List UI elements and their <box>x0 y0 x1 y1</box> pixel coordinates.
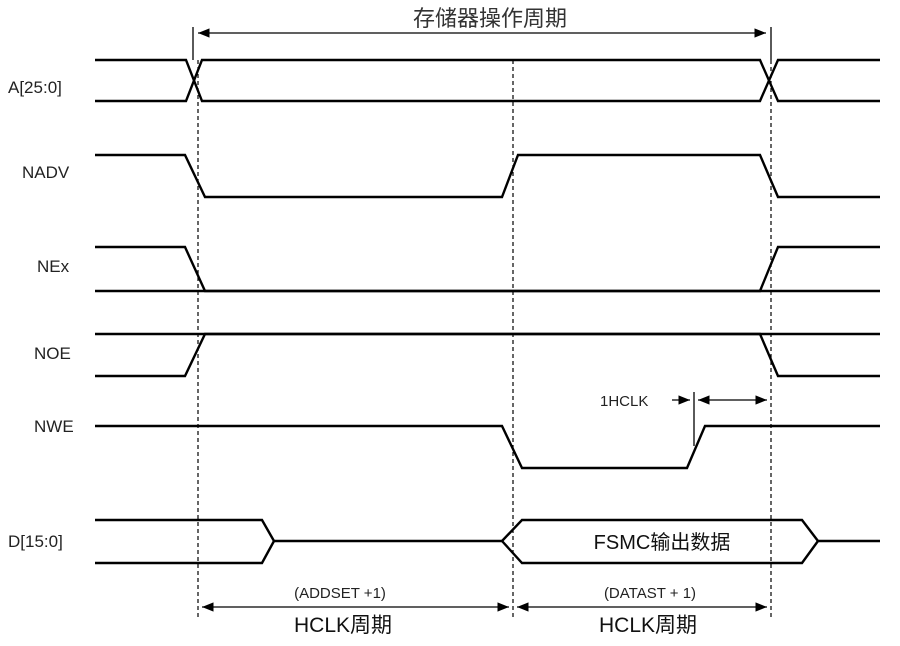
operation-cycle-span: 存储器操作周期 <box>192 4 772 60</box>
reference-lines <box>197 60 772 618</box>
waveform-nadv <box>95 153 880 199</box>
signal-label-nwe: NWE <box>34 417 74 436</box>
title-backdrop <box>370 4 610 32</box>
cycle-title: 存储器操作周期 <box>413 7 567 32</box>
signal-label-addr: A[25:0] <box>8 78 62 97</box>
waveform-addr <box>95 58 880 103</box>
bottom-dimensions: (ADDSET +1) HCLK周期 (DATAST + 1) HCLK周期 <box>202 585 767 637</box>
one-hclk-annotation: 1HCLK <box>600 392 767 446</box>
addset-formula: (ADDSET +1) <box>294 585 386 602</box>
datast-unit: HCLK周期 <box>599 614 697 637</box>
signal-label-nadv: NADV <box>22 163 70 182</box>
datast-formula: (DATAST + 1) <box>604 585 696 602</box>
one-hclk-label: 1HCLK <box>600 393 648 410</box>
addset-unit: HCLK周期 <box>294 614 392 637</box>
signal-label-data: D[15:0] <box>8 532 63 551</box>
signal-label-nex: NEx <box>37 257 70 276</box>
waveform-nex <box>95 245 880 293</box>
signal-label-noe: NOE <box>34 344 71 363</box>
waveform-noe <box>95 332 880 378</box>
waveform-data: FSMC输出数据 <box>95 518 880 565</box>
data-out-label: FSMC输出数据 <box>594 531 731 554</box>
waveform-nwe <box>95 424 880 470</box>
